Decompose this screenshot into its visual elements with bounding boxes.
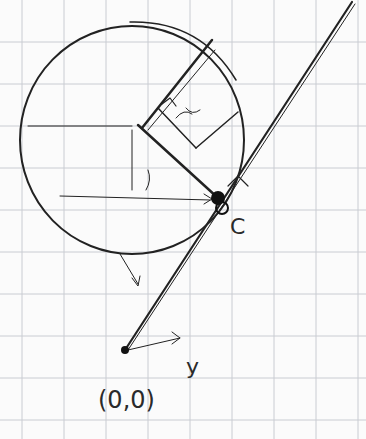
axis-label: y (186, 356, 199, 378)
origin-label: (0,0) (98, 388, 155, 412)
point-label: C (230, 216, 245, 238)
